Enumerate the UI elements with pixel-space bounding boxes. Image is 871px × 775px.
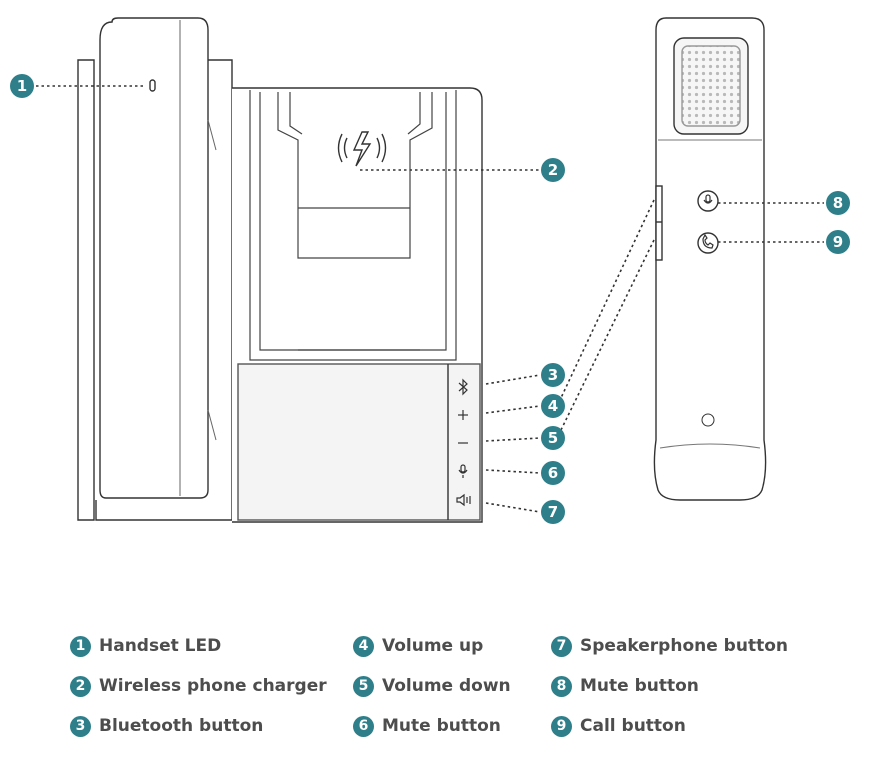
callout-number: 8	[833, 194, 843, 212]
legend-item: 4 Volume up	[353, 634, 551, 658]
legend-number: 4	[353, 635, 374, 657]
callout-number: 3	[548, 366, 558, 384]
legend-label: Bluetooth button	[99, 716, 264, 736]
legend-number: 1	[70, 635, 91, 657]
microphone-icon	[458, 464, 468, 478]
callout-number: 4	[548, 397, 558, 415]
legend-number: 5	[353, 675, 374, 697]
legend-label: Handset LED	[99, 636, 222, 656]
callout-number: 6	[548, 464, 558, 482]
legend-item: 6 Mute button	[353, 714, 551, 738]
legend-item: 9 Call button	[551, 714, 851, 738]
callout-leader-lines	[36, 85, 824, 513]
handset-microphone-icon	[703, 194, 713, 204]
callout-number: 5	[548, 429, 558, 447]
legend-number: 7	[551, 635, 572, 657]
legend-number: 6	[353, 715, 374, 737]
legend-number: 8	[551, 675, 572, 697]
legend-item: 1 Handset LED	[70, 634, 353, 658]
legend-label: Wireless phone charger	[99, 676, 327, 696]
handset-led	[149, 79, 156, 92]
legend-label: Mute button	[580, 676, 699, 696]
legend-item: 8 Mute button	[551, 674, 851, 698]
legend-label: Volume down	[382, 676, 511, 696]
phone-icon	[702, 233, 714, 249]
speaker-icon	[456, 493, 471, 507]
logo-icon	[701, 413, 715, 427]
callout-number: 1	[17, 77, 27, 95]
legend: 1 Handset LED 4 Volume up 7 Speakerphone…	[70, 634, 860, 738]
wireless-charger-pad	[249, 90, 457, 361]
callout-badges	[10, 74, 850, 524]
volume-up-button[interactable]	[458, 410, 468, 420]
legend-label: Volume up	[382, 636, 484, 656]
legend-label: Speakerphone button	[580, 636, 788, 656]
legend-item: 2 Wireless phone charger	[70, 674, 353, 698]
callout-number: 7	[548, 503, 558, 521]
bluetooth-icon	[458, 378, 468, 396]
legend-number: 9	[551, 715, 572, 737]
base-button-column	[456, 378, 471, 507]
device-diagram: 1 2 3 4 5 6 7 8 9	[10, 17, 850, 524]
legend-number: 3	[70, 715, 91, 737]
legend-item: 7 Speakerphone button	[551, 634, 851, 658]
legend-label: Call button	[580, 716, 686, 736]
desk-phone-base	[77, 59, 483, 523]
handset-call-button[interactable]	[697, 232, 719, 254]
legend-item: 5 Volume down	[353, 674, 551, 698]
wireless-charging-icon	[337, 131, 387, 167]
callout-number: 9	[833, 233, 843, 251]
docked-handset	[99, 17, 217, 499]
legend-item: 3 Bluetooth button	[70, 714, 353, 738]
callout-number: 2	[548, 161, 558, 179]
handset-mute-button[interactable]	[697, 190, 719, 212]
legend-number: 2	[70, 675, 91, 697]
legend-label: Mute button	[382, 716, 501, 736]
handset-side-view	[653, 17, 767, 501]
